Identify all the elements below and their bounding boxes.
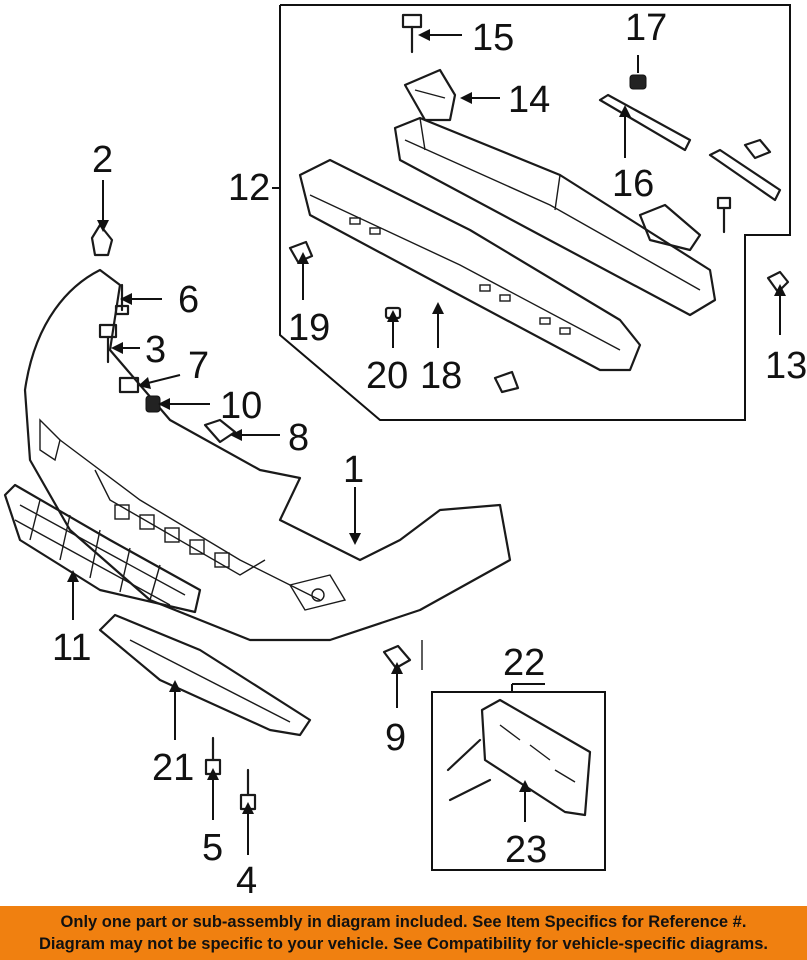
callout-12: 12 bbox=[228, 167, 270, 209]
side-bracket-right bbox=[638, 196, 732, 252]
callout-19: 19 bbox=[288, 307, 330, 349]
bolt-6 bbox=[114, 283, 130, 316]
bumper-parts-diagram: 1 2 3 4 5 6 7 8 9 10 11 12 13 14 15 16 1… bbox=[3, 4, 807, 902]
clip-lower bbox=[493, 370, 520, 394]
callout-1: 1 bbox=[343, 449, 364, 491]
callout-10: 10 bbox=[220, 385, 262, 427]
disclaimer-line-1: Only one part or sub-assembly in diagram… bbox=[60, 913, 747, 931]
callout-7: 7 bbox=[188, 345, 209, 387]
clip-19 bbox=[288, 240, 314, 264]
callout-21: 21 bbox=[152, 747, 194, 789]
energy-absorber bbox=[298, 158, 642, 372]
leader-lines bbox=[67, 29, 786, 855]
callout-23: 23 bbox=[505, 829, 547, 871]
bolt-15 bbox=[401, 13, 423, 54]
clip-17 bbox=[629, 55, 647, 90]
clip-13 bbox=[766, 270, 790, 294]
callout-20: 20 bbox=[366, 355, 408, 397]
callout-18: 18 bbox=[420, 355, 462, 397]
clip-10 bbox=[145, 395, 161, 413]
callout-11: 11 bbox=[52, 627, 91, 669]
callout-9: 9 bbox=[385, 717, 406, 759]
callout-22: 22 bbox=[503, 642, 545, 684]
reinforcement-box bbox=[272, 4, 791, 421]
clip-7 bbox=[118, 376, 140, 394]
bolt-3 bbox=[98, 323, 118, 364]
callout-5: 5 bbox=[202, 827, 223, 869]
callout-13: 13 bbox=[765, 345, 807, 387]
license-plate-box bbox=[431, 683, 606, 871]
bracket-14 bbox=[403, 68, 457, 122]
callout-3: 3 bbox=[145, 329, 166, 371]
callout-labels: 1 2 3 4 5 6 7 8 9 10 11 12 13 14 15 16 1… bbox=[52, 7, 807, 902]
disclaimer-line-2: Diagram may not be specific to your vehi… bbox=[39, 935, 768, 953]
callout-16: 16 bbox=[612, 163, 654, 205]
disclaimer-banner: Only one part or sub-assembly in diagram… bbox=[0, 906, 807, 960]
air-deflector bbox=[98, 613, 312, 737]
clip-8 bbox=[203, 418, 237, 444]
callout-8: 8 bbox=[288, 417, 309, 459]
callout-15: 15 bbox=[472, 17, 514, 59]
impact-bar-rear bbox=[393, 116, 717, 317]
bracket-16 bbox=[598, 93, 782, 202]
clip-9 bbox=[382, 640, 423, 670]
bracket-2 bbox=[90, 223, 114, 257]
callout-14: 14 bbox=[508, 79, 550, 121]
callout-6: 6 bbox=[178, 279, 199, 321]
callout-2: 2 bbox=[92, 139, 113, 181]
bumper-cover bbox=[23, 268, 512, 642]
callout-17: 17 bbox=[625, 7, 667, 49]
callout-4: 4 bbox=[236, 860, 257, 902]
lower-grille bbox=[3, 483, 202, 614]
